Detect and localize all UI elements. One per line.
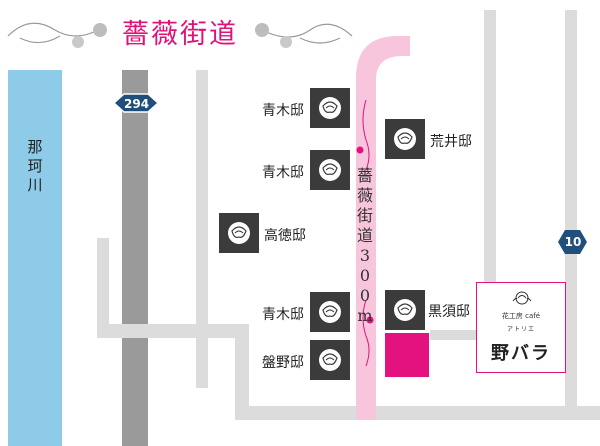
house-marker-kurosu[interactable] <box>385 290 425 330</box>
shop-info-card[interactable]: 花工房 café アトリエ 野バラ <box>476 282 566 373</box>
house-marker-arai[interactable] <box>385 119 425 159</box>
route-10-label: 10 <box>564 235 582 249</box>
house-label-takatoku: 高徳邸 <box>264 228 306 244</box>
minor-roads <box>97 10 600 420</box>
rose-icon <box>319 97 341 119</box>
rose-icon <box>319 159 341 181</box>
route-294-road <box>122 70 148 446</box>
route-294-label: 294 <box>124 97 150 111</box>
nakagawa-river <box>8 70 62 446</box>
house-marker-aoki-2[interactable] <box>310 150 350 190</box>
rose-icon <box>394 128 416 150</box>
house-marker-banno[interactable] <box>310 340 350 380</box>
rose-icon <box>228 222 250 244</box>
rose-icon <box>319 301 341 323</box>
house-marker-aoki-3[interactable] <box>310 292 350 332</box>
house-label-aoki-2: 青木邸 <box>262 165 304 181</box>
page-title: 薔薇街道 <box>122 19 238 50</box>
house-label-banno: 盤野邸 <box>262 355 304 371</box>
rose-vine-top-icon <box>356 99 370 171</box>
title-flourish-right-icon <box>255 23 353 48</box>
rose-logo-icon <box>512 291 532 305</box>
route-294-shield <box>112 93 160 113</box>
house-label-aoki-3: 青木邸 <box>262 307 304 323</box>
river-label: 那珂川 <box>27 138 43 194</box>
title-flourish-left-icon <box>7 22 107 48</box>
shop-location-marker[interactable] <box>385 333 429 377</box>
route-10-shield <box>558 230 587 254</box>
rose-road <box>356 36 410 420</box>
house-marker-takatoku[interactable] <box>219 213 259 253</box>
house-label-aoki-1: 青木邸 <box>262 103 304 119</box>
house-label-arai: 荒井邸 <box>430 134 472 150</box>
rose-icon <box>394 299 416 321</box>
rose-icon <box>319 349 341 371</box>
house-label-kurosu: 黒須邸 <box>428 304 470 320</box>
shop-subtitle: 花工房 café <box>501 312 541 320</box>
rose-vine-bottom-icon <box>362 299 374 367</box>
shop-atelier: アトリエ <box>506 326 535 333</box>
shop-name: 野バラ <box>491 343 551 364</box>
house-marker-aoki-1[interactable] <box>310 88 350 128</box>
